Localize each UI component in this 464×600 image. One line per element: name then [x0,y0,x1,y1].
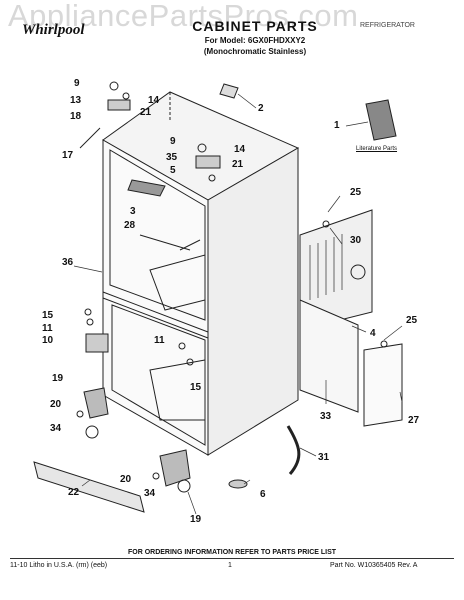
electrical-box [85,333,109,353]
freezer-liner [111,304,206,446]
callout-18: 18 [70,111,82,122]
callout-28: 28 [124,220,136,231]
callout-31: 31 [318,452,330,463]
callout-14: 14 [148,95,160,106]
toe-grille [33,461,145,513]
callout-36: 36 [62,257,74,268]
callout-25: 25 [406,315,418,326]
callout-9: 9 [74,78,80,89]
product-type: REFRIGERATOR [360,22,415,29]
roller-left [83,387,109,419]
callout-20: 20 [50,399,62,410]
callout-17: 17 [62,150,74,161]
literature-booklet [365,99,397,141]
callout-2: 2 [258,103,264,114]
page-title: CABINET PARTS [192,18,318,34]
callout-22: 22 [68,487,80,498]
fresh-food-liner [109,149,206,321]
callout-10: 10 [42,335,54,346]
control-bracket [127,179,166,197]
callout-20: 20 [120,474,132,485]
rear-access-panel [299,209,373,331]
callout-4: 4 [370,328,376,339]
hinge-top-left [107,99,131,111]
callout-21: 21 [232,159,244,170]
lower-back-panel [299,299,359,413]
callout-19: 19 [52,373,64,384]
watermark-text: AppliancePartsPros.com [8,0,359,33]
callout-21: 21 [140,107,152,118]
roller-right [159,449,191,487]
litho-note: 11-10 Litho in U.S.A. (rm) (eeb) [10,562,108,569]
callout-34: 34 [50,423,62,434]
model-number: For Model: 6GX0FHDXXY2 [204,36,306,45]
plug-part [228,479,248,489]
callout-35: 35 [166,152,178,163]
page-number: 1 [228,562,232,569]
footer-divider [10,558,454,559]
cabinet-right-face [207,147,299,456]
literature-caption: Literature Parts [356,146,398,152]
callout-34: 34 [144,488,156,499]
callout-25: 25 [350,187,362,198]
callout-27: 27 [408,415,420,426]
callout-6: 6 [260,489,266,500]
model-variant: (Monochromatic Stainless) [203,47,307,56]
document-part-number: Part No. W10365405 Rev. A [330,562,418,569]
ordering-note: FOR ORDERING INFORMATION REFER TO PARTS … [127,549,337,556]
callout-1: 1 [334,120,340,131]
cover-plate [363,343,403,427]
callout-5: 5 [170,165,176,176]
water-tube [286,425,301,475]
callout-33: 33 [320,411,332,422]
callout-3: 3 [130,206,136,217]
callout-13: 13 [70,95,82,106]
callout-9: 9 [170,136,176,147]
callout-11: 11 [154,335,165,346]
hinge-top-center [195,155,221,169]
callout-15: 15 [42,310,54,321]
callout-19: 19 [190,514,202,525]
spacer-part [219,83,239,99]
callout-14: 14 [234,144,246,155]
callout-11: 11 [42,323,53,334]
callout-30: 30 [350,235,362,246]
brand-logo: Whirlpool [22,22,85,38]
callout-15: 15 [190,382,202,393]
